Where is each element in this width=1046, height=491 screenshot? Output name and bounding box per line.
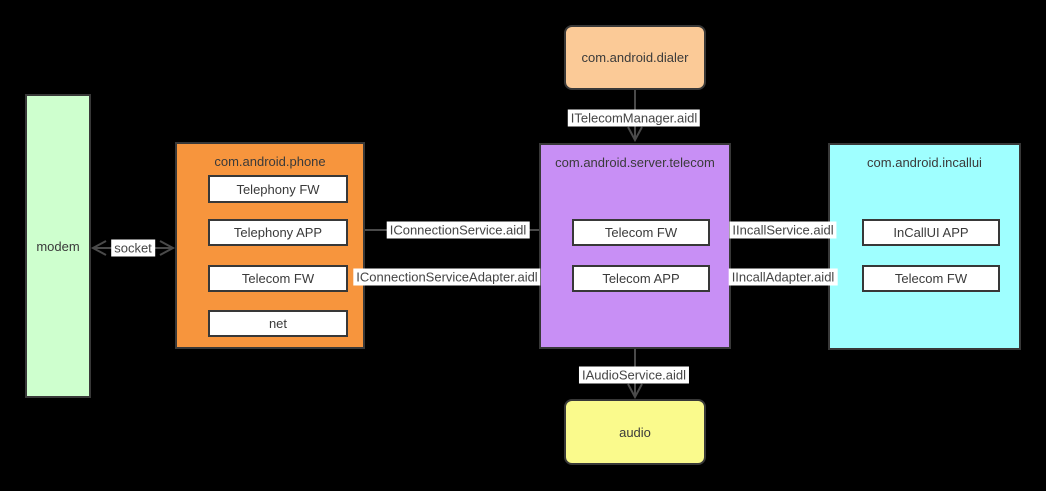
subnode-telecom-fw: Telecom FW [572,219,710,246]
subnode-incallui-telecom-fw: Telecom FW [862,265,1000,292]
node-phone-title: com.android.phone [214,154,326,169]
node-dialer-label: com.android.dialer [581,50,689,65]
node-audio: audio [564,399,706,465]
node-audio-label: audio [619,424,651,440]
node-dialer: com.android.dialer [564,25,706,90]
node-modem-label: modem [36,238,80,254]
edge-label-itelecommanager: ITelecomManager.aidl [567,109,701,127]
node-telecom-title: com.android.server.telecom [555,155,715,170]
edge-label-iconnectionservice: IConnectionService.aidl [386,221,530,239]
edge-label-iaudioservice: IAudioService.aidl [578,366,690,384]
subnode-incallui-app: InCallUI APP [862,219,1000,246]
subnode-net: net [208,310,348,337]
node-incallui-title: com.android.incallui [867,155,982,170]
node-phone: com.android.phone Telephony FW Telephony… [175,142,365,349]
subnode-telecom-app: Telecom APP [572,265,710,292]
subnode-telephony-app: Telephony APP [208,219,348,246]
edge-label-socket: socket [111,239,155,257]
edge-label-iincalladapter: IIncallAdapter.aidl [728,268,838,286]
node-telecom: com.android.server.telecom Telecom FW Te… [539,143,731,349]
edge-label-iconnectionserviceadapter: IConnectionServiceAdapter.aidl [353,268,541,286]
node-modem: modem [25,94,91,398]
edge-label-iincallservice: IIncallService.aidl [729,221,837,239]
node-incallui: com.android.incallui InCallUI APP Teleco… [828,143,1021,350]
subnode-phone-telecom-fw: Telecom FW [208,265,348,292]
subnode-telephony-fw: Telephony FW [208,175,348,203]
